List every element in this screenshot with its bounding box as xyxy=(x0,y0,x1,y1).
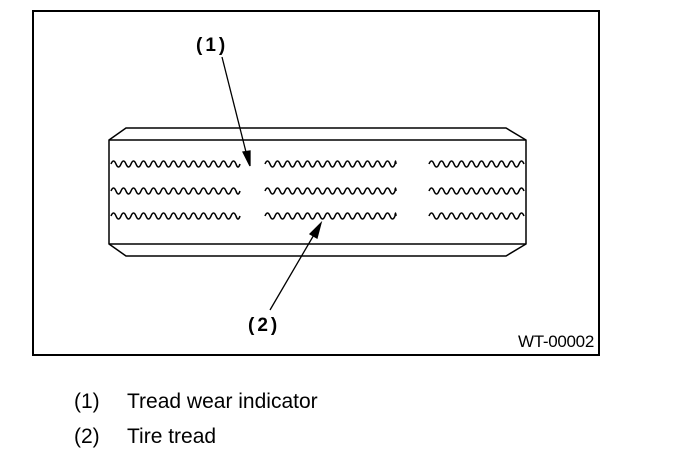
legend-label: Tread wear indicator xyxy=(127,390,318,413)
tread-groove-r1-s3 xyxy=(428,160,525,168)
callout-1-leader xyxy=(221,56,248,157)
legend-label: Tire tread xyxy=(127,425,217,448)
tread-groove-r2-s3 xyxy=(428,187,525,195)
callout-2-leader xyxy=(269,232,316,311)
callout-2-label: (2) xyxy=(248,315,280,336)
tread-groove-r3-s3 xyxy=(428,212,525,220)
tread-groove-r2-s1 xyxy=(110,187,241,195)
figure-code: WT-00002 xyxy=(517,332,594,351)
tire-tread-diagram: (1) (2) xyxy=(108,35,527,336)
callout-1-label: (1) xyxy=(196,35,228,56)
tread-groove-r3-s1 xyxy=(110,212,241,220)
callout-2-arrowhead xyxy=(308,220,323,239)
legend-item-tire-tread: (2) Tire tread xyxy=(74,419,318,454)
legend: (1) Tread wear indicator (2) Tire tread xyxy=(74,384,318,454)
tread-groove-r2-s2 xyxy=(264,187,397,195)
legend-item-tread-wear-indicator: (1) Tread wear indicator xyxy=(74,384,318,419)
tread-pattern xyxy=(110,160,525,220)
figure-frame: (1) (2) WT-00002 xyxy=(32,10,600,356)
legend-number: (1) xyxy=(74,390,100,413)
legend-number: (2) xyxy=(74,425,100,448)
tread-groove-r1-s1 xyxy=(110,160,241,168)
callout-1-arrowhead xyxy=(242,150,251,167)
tread-groove-r3-s2 xyxy=(264,212,397,220)
tread-groove-r1-s2 xyxy=(264,160,397,168)
